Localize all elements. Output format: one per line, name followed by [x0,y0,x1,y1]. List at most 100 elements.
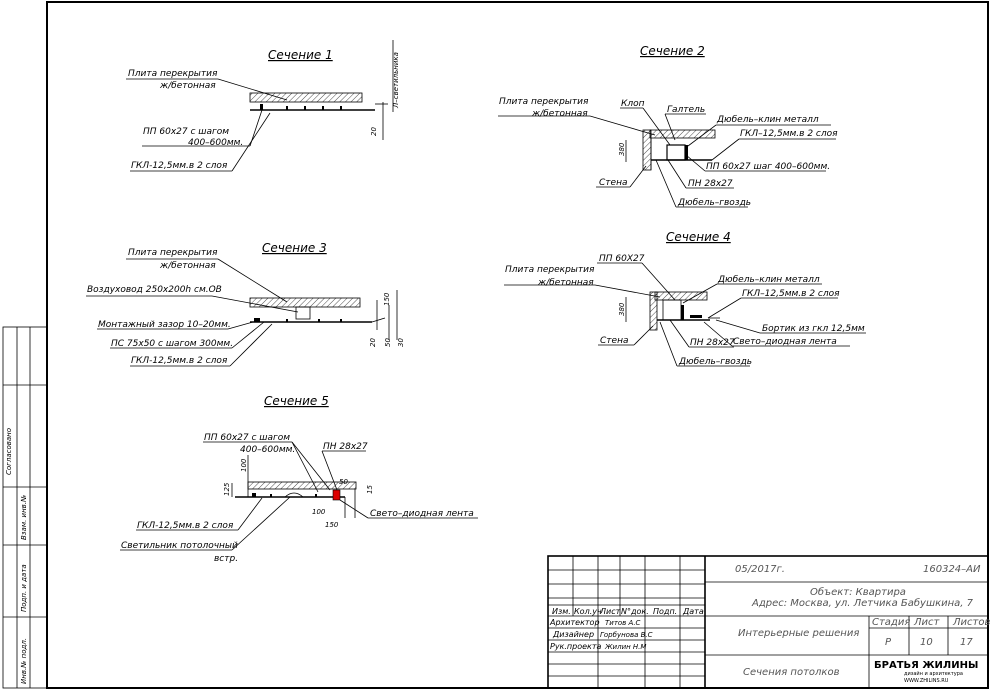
tb-h-doc: N°док. [621,607,649,616]
s3-d20: 20 [369,338,377,347]
section-1: Сечение 1 Л–светильника 20 Плита перекры… [126,40,400,172]
s5-d15: 15 [366,485,374,494]
s5-d100b: 100 [312,508,326,516]
section-2: Сечение 2 380 Плита перекрытия ж/бетонна… [498,44,838,208]
tb-role-designer: Дизайнер [552,630,594,639]
s1-dim20: 20 [370,127,378,136]
s2-stena-label: Стена [599,178,627,188]
section-3-duct [295,306,311,320]
tb-logo-name: БРАТЬЯ ЖИЛИНЫ [874,660,978,671]
side-stamp: Согласовано Взам. инв.№ Подп. и дата Инв… [2,326,48,689]
tb-h-kol: Кол.уч [574,607,602,616]
side-inv: Инв.№ подл. [20,638,28,684]
s1-slab-label-2: ж/бетонная [159,81,216,91]
section-5-title: Сечение 5 [264,394,329,408]
s2-dubel-klin-label: Дюбель–клин металл [716,115,819,125]
side-soglasovano: Согласовано [5,428,13,475]
s4-pn-label: ПН 28х27 [690,338,735,348]
s3-d50: 50 [384,338,392,347]
s5-gkl-label: ГКЛ-12,5мм.в 2 слоя [137,521,234,531]
tb-sheet: 10 [920,637,933,648]
section-2-title: Сечение 2 [640,44,705,58]
s3-gkl-label: ГКЛ-12,5мм.в 2 слоя [131,356,228,366]
side-vzam: Взам. инв.№ [20,495,28,540]
s1-gkl-label: ГКЛ-12,5мм.в 2 слоя [131,161,228,171]
s2-pn-label: ПН 28х27 [688,179,733,189]
s2-slab-label-2: ж/бетонная [531,109,588,119]
tb-h-data: Дата [682,607,704,616]
tb-h-izm: Изм. [552,607,571,616]
s3-d150: 150 [383,292,391,306]
tb-logo-url: WWW.ZHILINS.RU [904,678,949,684]
section-1-title: Сечение 1 [268,48,333,62]
tb-role-lead: Рук.проекта [550,642,602,651]
s3-ps-label: ПС 75х50 с шагом 300мм. [111,339,233,349]
s4-bortik-label: Бортик из гкл 12,5мм [762,324,865,334]
tb-name-lead: Жилин Н.М [604,643,646,651]
s2-dubel-gvozd-label: Дюбель–гвоздь [677,198,751,208]
s1-pp-label-1: ПП 60х27 с шагом [143,127,229,137]
s5-pp-label-2: 400–600мм. [240,445,295,455]
s1-pp-label-2: 400–600мм. [188,138,243,148]
section-4: Сечение 4 380 Плита перекрытия ж/бетонна… [504,230,866,367]
tb-sheet-label: Лист [913,617,941,628]
s5-lamp-label-1: Светильник потолочный [121,541,238,551]
s5-pp-label-1: ПП 60х27 с шагом [204,433,290,443]
s4-gkl-label: ГКЛ–12,5мм.в 2 слоя [742,289,840,299]
s4-slab-label-2: ж/бетонная [537,278,594,288]
s3-d30: 30 [397,338,405,347]
tb-stage-label: Стадия [872,617,910,628]
s5-led-label: Свето–диодная лента [370,509,474,519]
s4-stena-label: Стена [600,336,628,346]
s5-d150: 150 [325,521,339,529]
tb-logo-sub: дизайн и архитектура [904,670,963,677]
section-4-title: Сечение 4 [666,230,731,244]
s3-slab-label-2: ж/бетонная [159,261,216,271]
s4-dubel-klin-label: Дюбель–клин металл [717,275,820,285]
s5-pn-label: ПН 28х27 [323,442,368,452]
tb-date: 05/2017г. [735,564,785,575]
section-1-slab [249,92,363,103]
title-block: Изм. Кол.уч Лист N°док. Подп. Дата Архит… [547,555,990,689]
s2-klop-label: Клоп [621,99,645,109]
tb-role-architect: Архитектор [549,618,600,627]
s2-gkl-label: ГКЛ–12,5мм.в 2 слоя [740,129,838,139]
tb-name-designer: Горбунова В.С [600,631,653,639]
section-3: Сечение 3 150 20 50 30 Плита перекрытия … [86,241,405,367]
tb-sheets-label: Листов [952,617,990,628]
s4-slab-label-1: Плита перекрытия [505,265,595,275]
s3-duct-label: Воздуховод 250х200h см.ОВ [87,285,222,295]
section-5: Сечение 5 125 100 50 15 100 150 ПП 60х27… [120,394,478,564]
s5-lamp-label-2: встр. [214,554,238,564]
section-3-slab [249,297,361,308]
tb-project: Интерьерные решения [738,628,859,639]
s1-slab-label-1: Плита перекрытия [128,69,218,79]
s3-slab-label-1: Плита перекрытия [128,248,218,258]
s3-gap-label: Монтажный зазор 10–20мм. [98,320,231,330]
tb-stage: Р [885,637,892,648]
s5-d125: 125 [223,482,231,496]
s2-slab-label-1: Плита перекрытия [499,97,589,107]
tb-address: Адрес: Москва, ул. Летчика Бабушкина, 7 [751,597,974,609]
s5-d100: 100 [240,458,248,472]
s2-galtel-label: Галтель [667,105,705,115]
tb-h-list: Лист [599,607,621,616]
tb-sheets: 17 [960,637,973,648]
s2-pp-label: ПП 60х27 шаг 400–600мм. [706,162,830,172]
tb-name-architect: Титов А.С [605,619,641,627]
s4-led-label: Свето–диодная лента [733,337,837,347]
section-4-slab [654,291,708,301]
tb-code: 160324–АИ [923,564,981,575]
s5-d50: 50 [339,478,348,486]
s1-led-dim: Л–светильника [392,52,400,109]
s4-pp-label: ПП 60Х27 [599,254,645,264]
s4-dubel-gvozd-label: Дюбель–гвоздь [678,357,752,367]
tb-drawing: Сечения потолков [743,667,840,678]
tb-object: Объект: Квартира [810,586,906,598]
section-3-title: Сечение 3 [262,241,327,255]
side-podp: Подп. и дата [20,564,28,612]
s4-dim: 380 [618,302,626,316]
s2-dim: 380 [618,142,626,156]
tb-h-podp: Подп. [653,607,677,616]
